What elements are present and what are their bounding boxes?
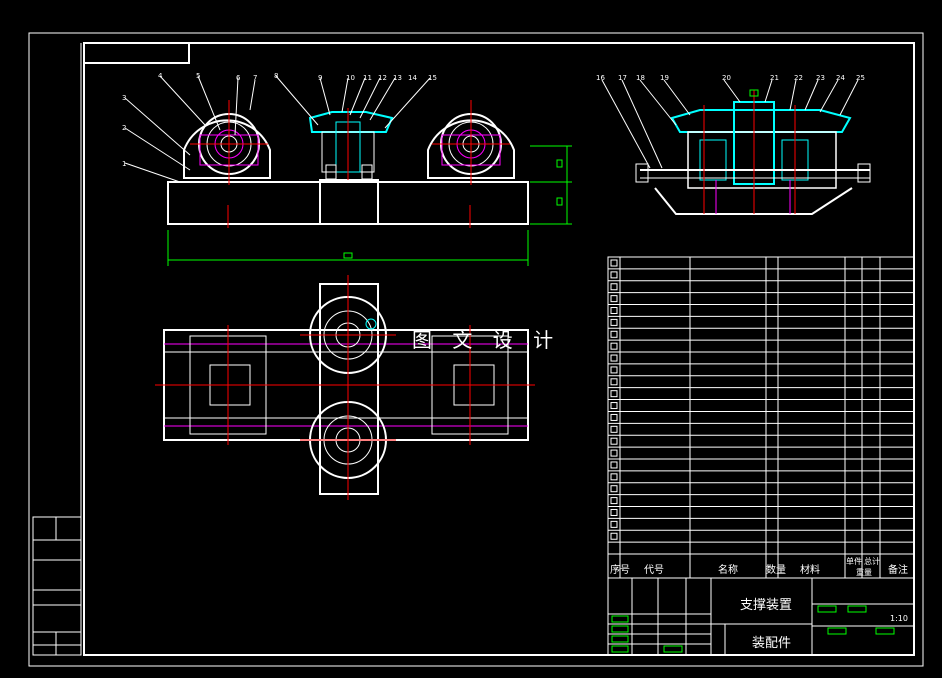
balloon-side-19: 19 [660, 74, 669, 82]
left-strip [32, 43, 82, 656]
bom-row-marker [610, 449, 618, 457]
bom-row-marker [610, 497, 618, 505]
balloon-front-6: 6 [236, 74, 241, 82]
bom-header-qty: 数量 [766, 565, 786, 576]
balloon-front-14: 14 [408, 74, 417, 82]
title-green-marks [611, 605, 895, 653]
code-box [83, 42, 190, 64]
balloon-side-25: 25 [856, 74, 865, 82]
title-block [607, 553, 915, 656]
bom-row-marker [610, 378, 618, 386]
balloon-front-11: 11 [363, 74, 372, 82]
bom-header-name: 名称 [718, 565, 738, 576]
center-gearbox [308, 111, 394, 133]
drawing-type: 装配件 [752, 636, 792, 651]
bom-row-marker [610, 520, 618, 528]
bom-row-marker [610, 330, 618, 338]
balloon-side-23: 23 [816, 74, 825, 82]
bom-row-marker [610, 307, 618, 315]
leaders-side [601, 79, 859, 169]
leaders-front [124, 75, 431, 183]
top-view [155, 275, 535, 500]
bom-row-marker [610, 402, 618, 410]
balloon-side-24: 24 [836, 74, 845, 82]
balloon-front-13: 13 [393, 74, 402, 82]
bom-header-single: 单件 [846, 557, 862, 566]
bom-row-marker [610, 413, 618, 421]
bom-row-marker [610, 366, 618, 374]
bom-header-code: 代号 [644, 565, 664, 576]
bom-row-marker [610, 342, 618, 350]
scale-value: 1:10 [890, 614, 908, 623]
outer-border [28, 32, 924, 667]
bom-table [607, 256, 915, 555]
bom-row-marker [610, 259, 618, 267]
balloon-front-5: 5 [196, 72, 201, 80]
balloon-front-9: 9 [318, 74, 323, 82]
balloon-front-15: 15 [428, 74, 437, 82]
bom-header-weight: 重量 [856, 568, 872, 577]
balloon-side-21: 21 [770, 74, 779, 82]
bom-row-marker [610, 354, 618, 362]
center-support [319, 179, 379, 225]
bom-header-seq: 序号 [610, 565, 630, 576]
balloon-side-22: 22 [794, 74, 803, 82]
front-view [124, 75, 572, 266]
balloon-front-4: 4 [158, 72, 163, 80]
bom-row-marker [610, 295, 618, 303]
bom-row-marker [610, 318, 618, 326]
bom-header-total: 总计 [864, 557, 880, 566]
balloon-side-20: 20 [722, 74, 731, 82]
left-roller-housing [183, 119, 271, 179]
watermark-text: 图 文 设 计 [412, 328, 561, 352]
bom-row-marker [610, 508, 618, 516]
dimensions-front [167, 145, 572, 266]
bom-row-marker [610, 461, 618, 469]
bom-header-material: 材料 [800, 565, 820, 576]
balloon-front-8: 8 [274, 72, 279, 80]
balloon-front-12: 12 [378, 74, 387, 82]
assembly-title: 支撑装置 [740, 598, 793, 613]
bom-row-marker [610, 390, 618, 398]
side-view [601, 79, 871, 215]
balloon-front-1: 1 [122, 160, 127, 168]
bom-row-marker [610, 532, 618, 540]
right-roller-housing [427, 119, 515, 179]
bom-row-marker [610, 485, 618, 493]
bom-row-marker [610, 437, 618, 445]
balloon-front-2: 2 [122, 124, 127, 132]
balloon-side-16: 16 [596, 74, 605, 82]
balloon-front-7: 7 [253, 74, 258, 82]
bom-rows [608, 259, 914, 543]
base-beam [167, 181, 529, 225]
bom-header-remark: 备注 [888, 565, 908, 576]
balloon-side-18: 18 [636, 74, 645, 82]
balloon-front-10: 10 [346, 74, 355, 82]
bom-row-marker [610, 425, 618, 433]
balloon-front-3: 3 [122, 94, 127, 102]
balloon-side-17: 17 [618, 74, 627, 82]
bom-row-marker [610, 283, 618, 291]
bom-row-marker [610, 473, 618, 481]
bom-row-marker [610, 271, 618, 279]
